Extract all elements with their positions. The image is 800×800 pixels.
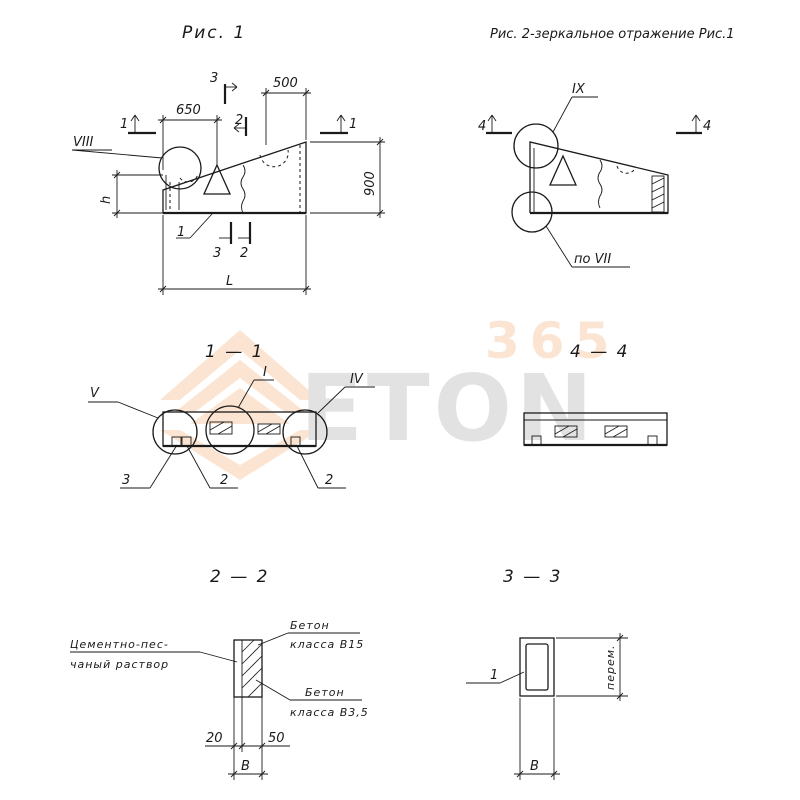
watermark-logo-icon bbox=[160, 330, 320, 480]
dim-650-label: 650 bbox=[176, 103, 201, 118]
section-mark-3-bottom: 3 bbox=[213, 246, 221, 261]
section-3-3-title: 3 — 3 bbox=[503, 567, 562, 587]
detail-iv-label: IV bbox=[350, 372, 364, 387]
section-mark-4-right: 4 bbox=[703, 119, 711, 134]
concrete-b35-label-line-1: Бетон bbox=[305, 686, 345, 699]
section-1-1: 1 — 1 V I IV 3 2 bbox=[88, 342, 375, 489]
section-3-3-body-outer bbox=[519, 637, 555, 697]
leader-3-label: 3 bbox=[122, 473, 130, 488]
section-mark-3-top: 3 bbox=[210, 71, 218, 86]
section-mark-4-left: 4 bbox=[478, 119, 486, 134]
detail-i-callout bbox=[205, 405, 255, 455]
dim-perem-label: перем. bbox=[604, 644, 617, 690]
detail-viii-label: VIII bbox=[73, 135, 94, 150]
detail-iv-callout bbox=[282, 409, 328, 455]
section-2-2-dimensions: 20 50 В bbox=[205, 697, 290, 780]
section-mark-2-top: 2 bbox=[235, 113, 243, 128]
leader-1-label: 1 bbox=[177, 225, 185, 240]
figure-2-end-hatch bbox=[651, 175, 665, 213]
dim-50-label: 50 bbox=[268, 731, 285, 746]
section-4-4: 4 — 4 bbox=[523, 342, 668, 447]
figure-2-body: IX по VII bbox=[511, 82, 669, 268]
dim-b-label-2-2: В bbox=[241, 759, 250, 774]
detail-po-vii-label: по VII bbox=[574, 252, 611, 267]
section-2-2-hatch bbox=[241, 639, 263, 698]
detail-viii-callout bbox=[158, 146, 202, 190]
figure-1-section-marks: 1 1 3 2 3 2 bbox=[120, 71, 357, 261]
leader-2b-label: 2 bbox=[325, 473, 333, 488]
detail-po-vii-callout bbox=[511, 191, 553, 233]
figure-1-title: Рис. 1 bbox=[182, 23, 246, 43]
mortar-label-line-2: чаный раствор bbox=[70, 658, 169, 671]
section-2-2-title: 2 — 2 bbox=[210, 567, 269, 587]
dim-20-label: 20 bbox=[206, 731, 223, 746]
concrete-b15-label-line-1: Бетон bbox=[290, 619, 330, 632]
section-3-3: 3 — 3 1 перем. В bbox=[466, 567, 628, 780]
figure-2-section-marks: 4 4 bbox=[478, 114, 711, 135]
section-mark-2-bottom: 2 bbox=[240, 246, 248, 261]
mortar-label-line-1: Цементно-пес- bbox=[70, 638, 169, 651]
section-4-4-title: 4 — 4 bbox=[570, 342, 629, 362]
detail-i-label: I bbox=[263, 365, 267, 380]
detail-v-callout bbox=[152, 409, 198, 455]
figure-1: Рис. 1 VIII bbox=[71, 23, 385, 295]
dim-h-label: h bbox=[99, 196, 114, 204]
concrete-b35-label-line-2: класса В3,5 bbox=[290, 706, 369, 719]
dim-b-label-3-3: В bbox=[530, 759, 539, 774]
figure-1-dimensions: 650 500 900 h bbox=[99, 76, 385, 295]
dim-500-label: 500 bbox=[273, 76, 298, 91]
figure-1-body: VIII bbox=[71, 135, 307, 215]
watermark-digits: 365 bbox=[485, 312, 619, 370]
figure-2-title: Рис. 2-зеркальное отражение Рис.1 bbox=[490, 27, 735, 42]
section-mark-1-left: 1 bbox=[120, 117, 128, 132]
section-1-1-title: 1 — 1 bbox=[205, 342, 264, 362]
detail-ix-label: IX bbox=[572, 82, 586, 97]
dim-L-label: L bbox=[226, 274, 233, 289]
section-2-2: 2 — 2 Цементно-пес- чаный раствор Бетон … bbox=[70, 567, 369, 780]
figure-2: Рис. 2-зеркальное отражение Рис.1 IX bbox=[478, 27, 735, 268]
detail-ix-callout bbox=[513, 123, 559, 169]
section-3-3-dimensions: перем. В bbox=[514, 633, 628, 780]
section-3-3-body-inner bbox=[525, 643, 549, 691]
detail-v-label: V bbox=[90, 386, 100, 401]
section-3-3-leader-1: 1 bbox=[490, 668, 498, 683]
dim-900-label: 900 bbox=[363, 171, 378, 196]
watermark: 365 ETON bbox=[160, 312, 619, 480]
section-mark-1-right: 1 bbox=[349, 117, 357, 132]
concrete-b15-label-line-2: класса В15 bbox=[290, 638, 364, 651]
section-4-4-openings bbox=[531, 425, 658, 446]
leader-2a-label: 2 bbox=[220, 473, 228, 488]
